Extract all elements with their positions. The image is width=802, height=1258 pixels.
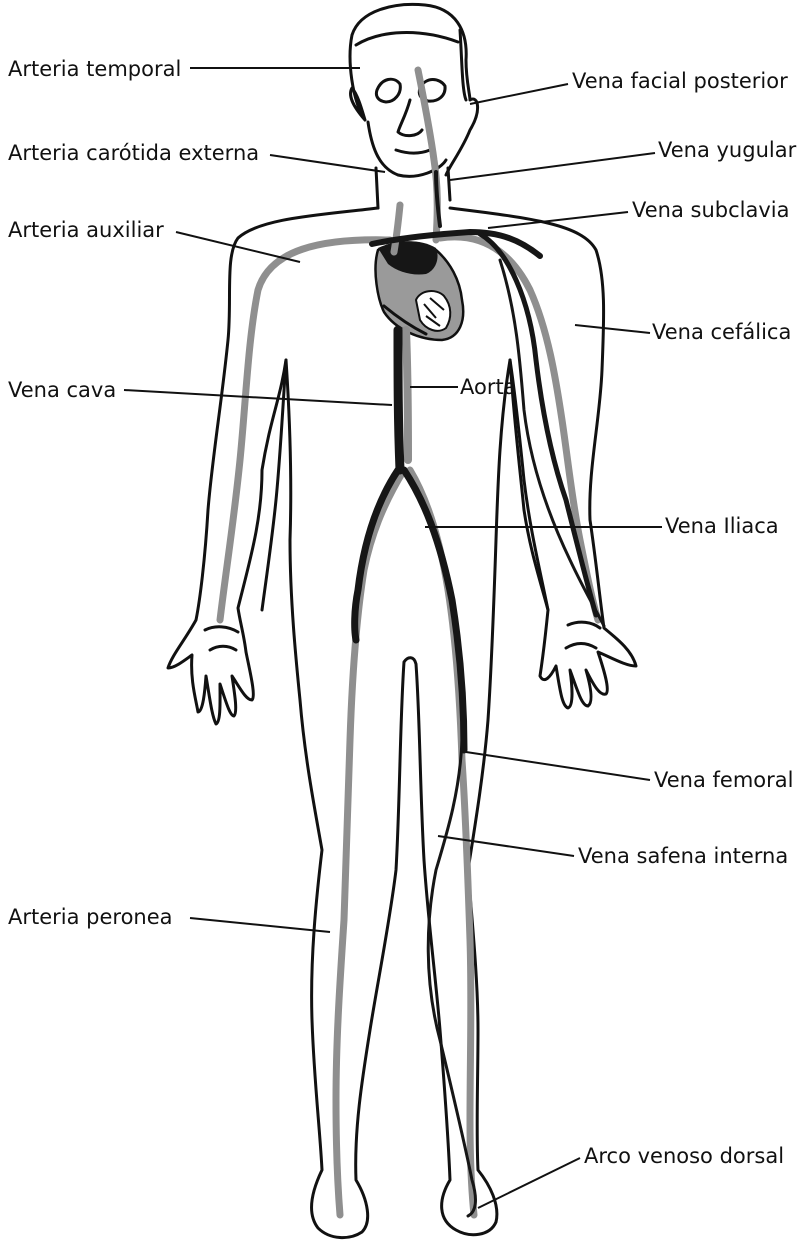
head-outline — [350, 4, 477, 175]
label-vena-femoral: Vena femoral — [654, 768, 793, 792]
artery-left-leg — [336, 470, 404, 1215]
label-vena-safena-interna: Vena safena interna — [578, 844, 788, 868]
left-hand-detail — [205, 627, 238, 650]
nose — [398, 100, 422, 136]
vein-cava — [398, 330, 400, 470]
leader-vena-cefalica — [575, 325, 650, 333]
leader-vena-facial-posterior — [470, 84, 568, 104]
veins — [355, 172, 604, 1216]
label-vena-facial-posterior: Vena facial posterior — [572, 69, 788, 93]
label-arteria-auxiliar: Arteria auxiliar — [8, 218, 164, 242]
leader-vena-femoral — [466, 752, 650, 780]
label-vena-iliaca: Vena Iliaca — [665, 514, 779, 538]
label-arco-venoso-dorsal: Arco venoso dorsal — [584, 1144, 784, 1168]
hair-line — [356, 30, 466, 100]
right-hand-detail — [566, 622, 600, 648]
labels: Arteria temporal Arteria carótida extern… — [8, 57, 797, 1168]
artery-aorta-descending — [406, 330, 408, 460]
leader-arteria-carotida-externa — [270, 155, 385, 172]
label-vena-cava: Vena cava — [8, 378, 116, 402]
label-arteria-peronea: Arteria peronea — [8, 905, 173, 929]
leader-vena-safena-interna — [438, 836, 574, 856]
mouth — [396, 150, 430, 153]
label-arteria-temporal: Arteria temporal — [8, 57, 181, 81]
label-vena-subclavia: Vena subclavia — [632, 198, 789, 222]
body-outline — [168, 4, 636, 1237]
leader-vena-cava — [124, 390, 392, 405]
vein-iliac-femoral — [404, 470, 464, 750]
leader-arteria-peronea — [190, 918, 330, 932]
leader-vena-yugular — [450, 153, 655, 180]
artery-head — [418, 70, 437, 240]
label-aorta: Aorta — [460, 375, 517, 399]
left-eye — [376, 79, 400, 102]
label-vena-cefalica: Vena cefálica — [652, 320, 791, 344]
label-vena-yugular: Vena yugular — [658, 138, 797, 162]
label-arteria-carotida-externa: Arteria carótida externa — [8, 141, 259, 165]
leader-arco-venoso-dorsal — [478, 1158, 580, 1208]
heart — [376, 241, 464, 340]
artery-right-leg — [410, 470, 474, 1215]
